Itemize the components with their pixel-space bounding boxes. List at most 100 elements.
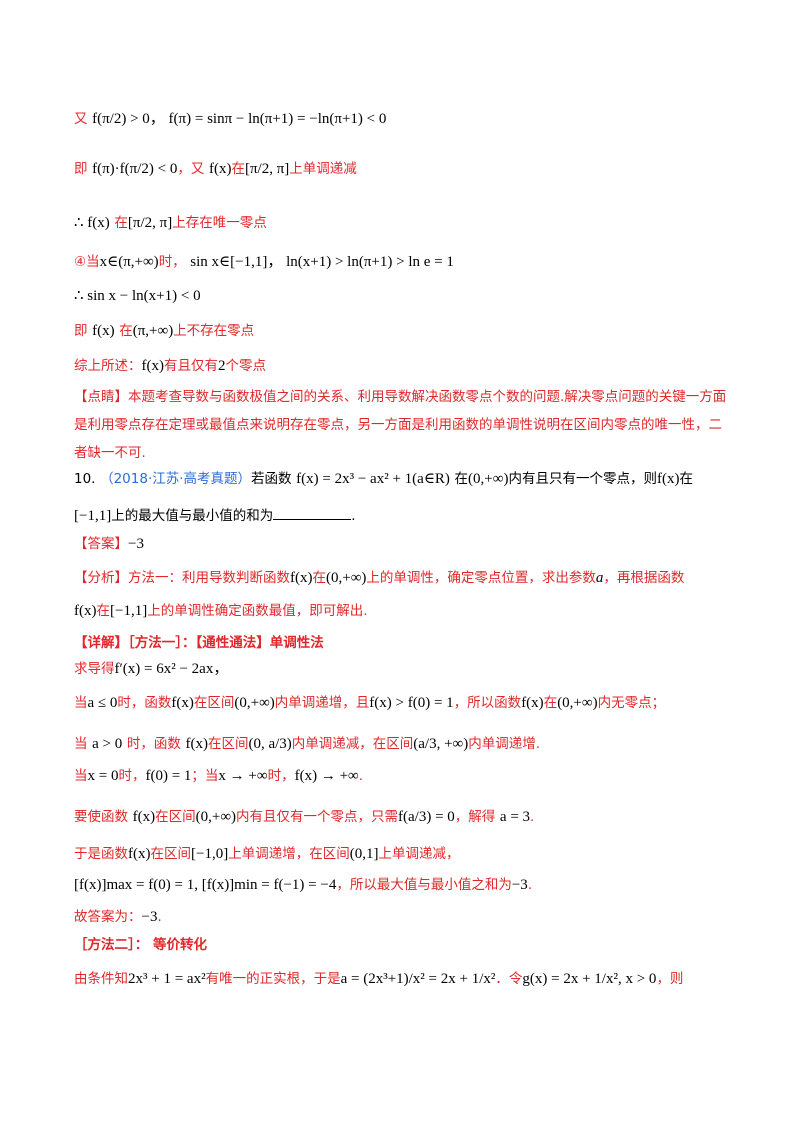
text: 时，	[267, 768, 295, 784]
text: 内有且只有一个零点，则	[508, 471, 657, 487]
math: f(x) = 2x³ − ax² + 1(a∈R)	[296, 471, 450, 487]
text: 有唯一的正实根，于是	[205, 971, 341, 987]
text: 当	[74, 736, 88, 752]
text: 当	[74, 768, 88, 784]
math: sin x∈[−1,1]， ln(x+1) > ln(π+1) > ln e =…	[190, 254, 454, 270]
text: 时，	[118, 768, 146, 784]
text: 时，函数	[117, 695, 172, 711]
math: f(x)	[132, 809, 156, 825]
comment-paragraph: 【点睛】本题考查导数与函数极值之间的关系、利用导数解决函数零点个数的问题.解决零…	[74, 389, 727, 461]
math: f(a/3) = 0	[398, 809, 455, 825]
math: f(x) → +∞	[294, 768, 359, 784]
text: ，则	[656, 971, 684, 987]
text: 在	[114, 215, 128, 231]
analysis-label: 【分析】	[74, 570, 128, 586]
text: 又	[74, 111, 88, 127]
math: 2	[218, 358, 226, 374]
math: f(x) > f(0) = 1	[369, 695, 454, 711]
line-4: ④当x∈(π,+∞)时， sin x∈[−1,1]， ln(x+1) > ln(…	[74, 251, 730, 273]
text: 要使函数	[74, 809, 128, 825]
text: 上的单调性确定函数最值，即可解出.	[147, 603, 368, 619]
text: 上的单调性，确定零点位置，求出参数	[366, 570, 596, 586]
text: 求导得	[74, 661, 115, 677]
text: 内单调递增.	[468, 736, 541, 752]
math: x → +∞	[218, 768, 268, 784]
math: (0,1]	[349, 846, 379, 862]
text: 上存在唯一零点	[172, 215, 267, 231]
text: 在	[119, 323, 133, 339]
math: f(x)	[128, 846, 151, 862]
math: f′(x) = 6x² − 2ax，	[114, 661, 229, 677]
math: f(x)	[290, 570, 313, 586]
detail-heading-text: 【详解】［方法一］：【通性通法】单调性法	[74, 635, 324, 651]
answer-line: 【答案】−3	[74, 533, 730, 555]
text: 上单调递增，在区间	[228, 846, 350, 862]
math: f(x)	[521, 695, 544, 711]
question-source: （2018·江苏·高考真题）	[100, 471, 252, 487]
math: f(x)	[656, 471, 680, 487]
math: x∈(π,+∞)	[99, 254, 159, 270]
text: 在	[679, 471, 693, 487]
text: 上的最大值与最小值的和为	[111, 508, 274, 524]
math: a	[595, 570, 604, 586]
detail-line-5: 要使函数 f(x)在区间(0,+∞)内有且仅有一个零点，只需f(a/3) = 0…	[74, 806, 730, 828]
line-5: ∴ sin x − ln(x+1) < 0	[74, 285, 730, 307]
text: 有且仅有	[164, 358, 218, 374]
text: 内单调递减，在区间	[291, 736, 414, 752]
math: [π/2, π]	[244, 161, 290, 177]
math: ∴ f(x)	[74, 215, 110, 231]
math: a > 0	[92, 736, 123, 752]
math: −3	[511, 877, 528, 893]
text: 即	[74, 323, 88, 339]
analysis-line-2: f(x)在[−1,1]上的单调性确定函数最值，即可解出.	[74, 600, 730, 622]
math: f(π)·f(π/2) < 0	[92, 161, 178, 177]
text: 在	[231, 161, 245, 177]
text: 在区间	[207, 736, 249, 752]
text: 内单调递增，且	[274, 695, 370, 711]
math: f(0) = 1	[145, 768, 192, 784]
question-10-line-2: [−1,1]上的最大值与最小值的和为.	[74, 505, 730, 527]
text: 时，函数	[126, 736, 181, 752]
text: .	[351, 508, 356, 524]
text: 上不存在零点	[173, 323, 255, 339]
detail-line-8: 故答案为：−3.	[74, 906, 730, 928]
text: 个零点	[225, 358, 267, 374]
detail-line-1: 求导得f′(x) = 6x² − 2ax，	[74, 658, 730, 680]
math: f(x)	[74, 603, 97, 619]
answer-label: 【答案】	[74, 536, 128, 552]
line-6: 即 f(x) 在(π,+∞)上不存在零点	[74, 320, 730, 342]
text: 在区间	[155, 809, 196, 825]
math: (0,+∞)	[557, 695, 598, 711]
math: [π/2, π]	[127, 215, 173, 231]
line-3: ∴ f(x) 在[π/2, π]上存在唯一零点	[74, 212, 730, 234]
analysis-line-1: 【分析】方法一：利用导数判断函数f(x)在(0,+∞)上的单调性，确定零点位置，…	[74, 567, 730, 589]
text: .	[530, 809, 535, 825]
text: 在	[454, 471, 469, 487]
math: f(x)	[92, 323, 115, 339]
math: f(x)	[208, 161, 232, 177]
text: 方法一：利用导数判断函数	[128, 570, 290, 586]
text: ；当	[191, 768, 219, 784]
text: 故答案为：	[74, 909, 142, 925]
text: 在	[96, 603, 111, 619]
text: 综上所述：	[74, 358, 142, 374]
question-10-line-1: 10. （2018·江苏·高考真题）若函数 f(x) = 2x³ − ax² +…	[74, 468, 730, 490]
text: 于是函数	[74, 846, 128, 862]
detail-line-4: 当x = 0时，f(0) = 1；当x → +∞时，f(x) → +∞.	[74, 765, 730, 787]
math: a = (2x³+1)/x² = 2x + 1/x²	[340, 971, 496, 987]
text: 上单调递减	[289, 161, 357, 177]
method2-heading: ［方法二］： 等价转化	[74, 934, 730, 956]
math: (0,+∞)	[234, 695, 275, 711]
math: (0,+∞)	[326, 570, 367, 586]
math: g(x) = 2x + 1/x², x > 0	[522, 971, 657, 987]
text: ，又	[177, 161, 205, 177]
text: 在	[312, 570, 327, 586]
math: (0,+∞)	[195, 809, 237, 825]
math: (0,+∞)	[468, 471, 509, 487]
detail-line-6: 于是函数f(x)在区间[−1,0]上单调递增，在区间(0,1]上单调递减，	[74, 843, 730, 865]
text: 内无零点；	[597, 695, 666, 711]
line-1: 又 f(π/2) > 0， f(π) = sinπ − ln(π+1) = −l…	[74, 108, 730, 130]
detail-line-3: 当 a > 0 时，函数 f(x)在区间(0, a/3)内单调递减，在区间(a/…	[74, 733, 730, 755]
text: 在区间	[193, 695, 235, 711]
math: [f(x)]max = f(0) = 1, [f(x)]min = f(−1) …	[74, 877, 337, 893]
